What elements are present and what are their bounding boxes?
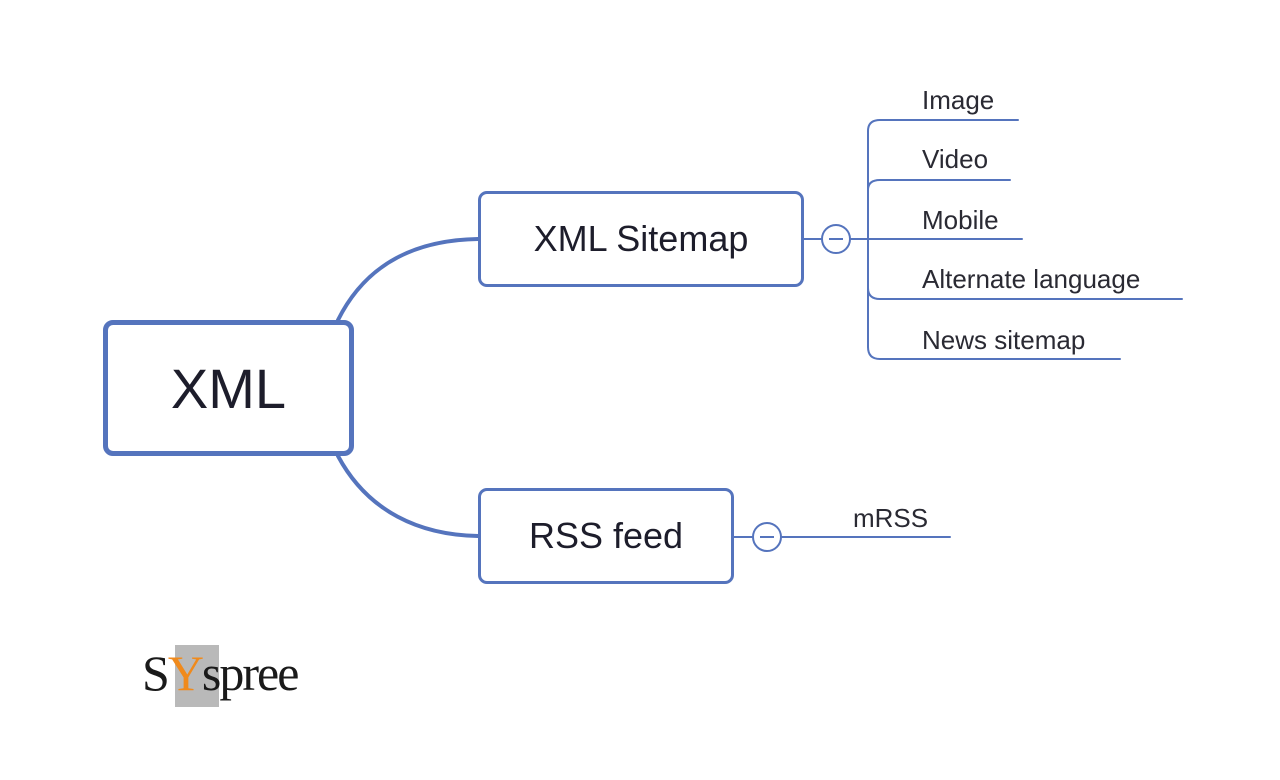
connector-root-sitemap — [336, 237, 480, 322]
logo-backdrop — [175, 645, 219, 707]
syspree-logo: SYspree — [142, 642, 317, 712]
leaf-news-sitemap[interactable]: News sitemap — [922, 325, 1086, 355]
leaf-video[interactable]: Video — [922, 144, 989, 174]
underline-news — [867, 346, 1121, 360]
underline-alternate — [867, 287, 1183, 300]
connector-root-rss — [336, 454, 480, 538]
leaf-mrss[interactable]: mRSS — [853, 503, 929, 533]
logo-wordmark: SYspree — [142, 645, 299, 701]
root-node-label: XML — [170, 356, 287, 420]
underline-image — [867, 119, 1019, 132]
collapse-sitemap-icon[interactable] — [821, 224, 851, 254]
leaf-alternate-language[interactable]: Alternate language — [922, 264, 1141, 294]
leaf-mobile[interactable]: Mobile — [922, 205, 999, 235]
underline-video — [867, 179, 1011, 191]
branch-node-label: RSS feed — [528, 515, 684, 556]
branch-node-label: XML Sitemap — [533, 218, 749, 259]
branch-node-xml-sitemap[interactable]: XML Sitemap — [478, 191, 804, 287]
leaf-image[interactable]: Image — [922, 85, 995, 115]
branch-node-rss-feed[interactable]: RSS feed — [478, 488, 734, 584]
root-node-xml[interactable]: XML — [103, 320, 354, 456]
collapse-rss-icon[interactable] — [752, 522, 782, 552]
